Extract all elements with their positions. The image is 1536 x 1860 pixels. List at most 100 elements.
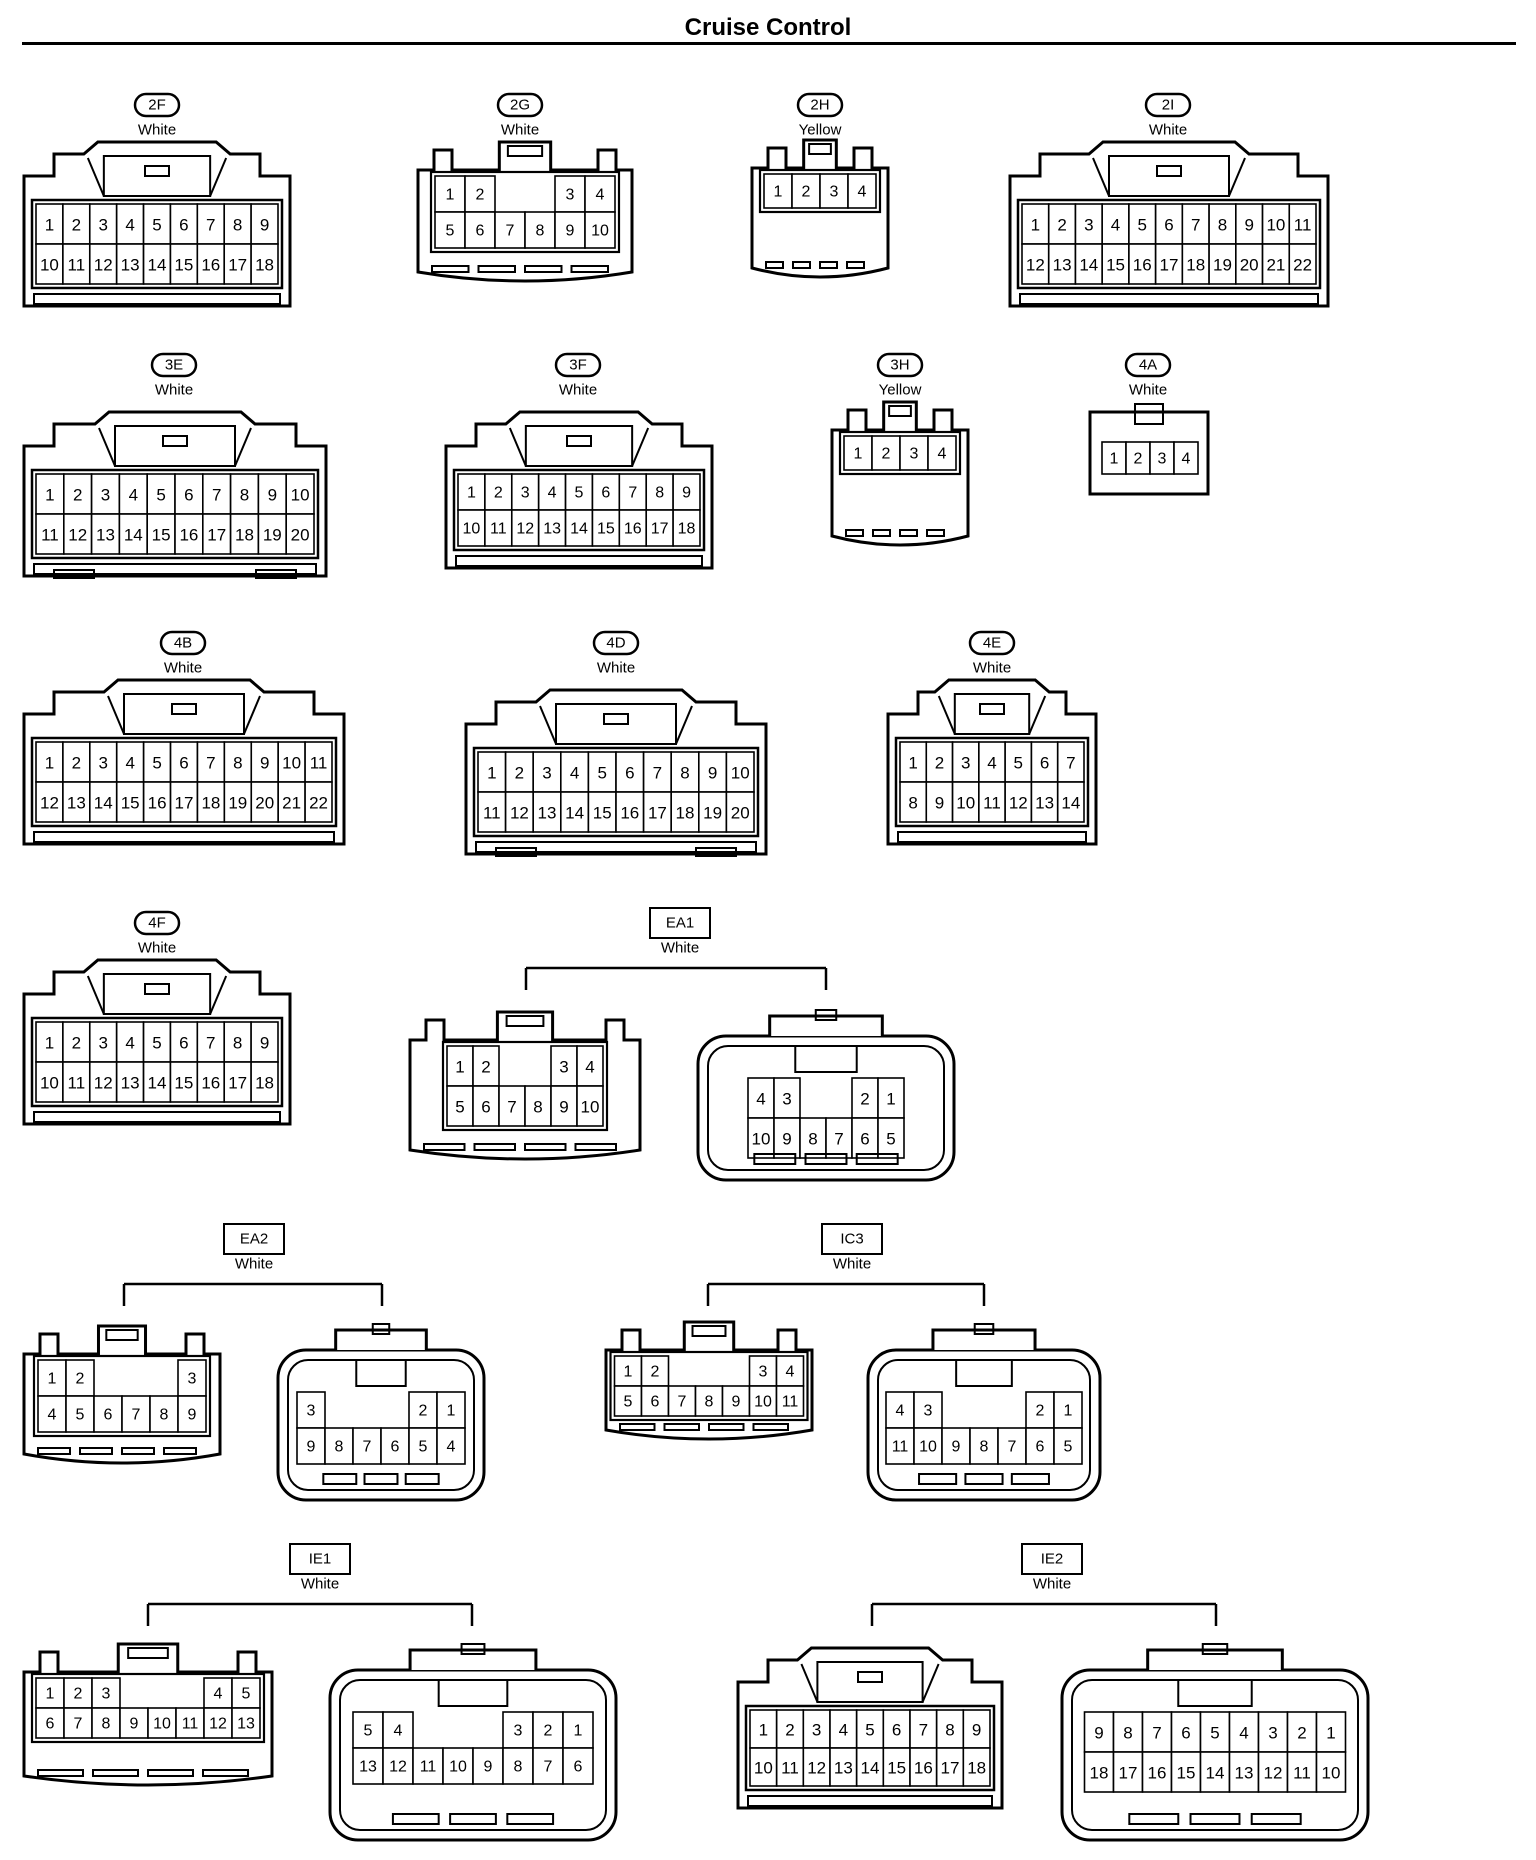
pin-number: 7 [919, 1721, 928, 1740]
pin-number: 6 [179, 754, 188, 773]
connector-id-badge [554, 352, 602, 378]
pin-cell [532, 1747, 564, 1785]
connector-color: White [1129, 382, 1167, 399]
pin-number: 4 [987, 754, 996, 773]
pin-cell [174, 473, 204, 515]
pin-number: 11 [420, 1759, 437, 1776]
pin-number: 5 [1064, 1439, 1073, 1456]
pin-cell [524, 1085, 552, 1127]
pin-cell [472, 1045, 500, 1087]
pin-number: 19 [263, 526, 282, 545]
pin-cell [748, 1385, 778, 1417]
pin-number: 9 [1094, 1724, 1103, 1743]
pin-number: 9 [188, 1407, 197, 1424]
pin-number: 4 [1111, 216, 1120, 235]
pin-number: 8 [808, 1130, 817, 1149]
connector-color: White [501, 122, 539, 139]
pin-number: 7 [653, 764, 662, 783]
pin-number: 3 [102, 1686, 111, 1703]
pin-number: 5 [156, 486, 165, 505]
pin-number: 7 [363, 1439, 372, 1456]
pin-cell [775, 1747, 805, 1787]
pin-number: 2 [73, 486, 82, 505]
connector-id-badge [159, 630, 207, 656]
connector-id: 4D [606, 635, 625, 652]
pin-number: 2 [651, 1364, 660, 1381]
pin-number: 9 [559, 1098, 568, 1117]
pin-cell [1208, 203, 1237, 245]
connector-color: White [138, 122, 176, 139]
pin-number: 13 [538, 804, 557, 823]
pin-cell [927, 435, 957, 471]
pin-number: 6 [476, 223, 485, 240]
pin-cell [1288, 203, 1317, 245]
pin-cell [115, 243, 145, 285]
pin-number: 12 [68, 526, 87, 545]
pin-cell [532, 751, 562, 793]
pin-number: 2 [494, 485, 503, 502]
pin-cell [231, 1707, 261, 1739]
pin-number: 5 [575, 485, 584, 502]
pin-cell [640, 1355, 670, 1387]
connector-id: 4A [1139, 357, 1157, 374]
pin-number: 6 [179, 216, 188, 235]
pin-cell [223, 781, 253, 823]
pin-cell [65, 1395, 95, 1433]
pin-number: 11 [781, 1759, 799, 1778]
pin-number: 9 [935, 794, 944, 813]
pin-number: 15 [1177, 1764, 1196, 1783]
pin-number: 16 [201, 256, 220, 275]
pin-number: 4 [938, 446, 947, 463]
pin-number: 15 [152, 526, 171, 545]
pin-number: 18 [255, 256, 274, 275]
pin-number: 17 [207, 526, 226, 545]
pin-number: 13 [1053, 256, 1072, 275]
pin-cell [1053, 1427, 1083, 1465]
pin-number: 7 [1191, 216, 1200, 235]
pin-cell [277, 781, 306, 823]
pin-cell [88, 1061, 118, 1103]
pin-number: 16 [201, 1074, 220, 1093]
pin-number: 8 [233, 1034, 242, 1053]
pin-cell [847, 173, 877, 209]
pin-cell [436, 1427, 466, 1465]
pin-cell [1261, 243, 1291, 285]
connector-id: 2G [510, 97, 530, 114]
connector-color: White [164, 660, 202, 677]
pin-cell [146, 513, 176, 555]
pin-cell [91, 1707, 121, 1739]
pin-cell [587, 791, 617, 833]
pin-number: 1 [45, 1034, 54, 1053]
pin-cell [1047, 243, 1077, 285]
pin-number: 4 [858, 184, 867, 201]
pin-cell [229, 473, 260, 515]
pin-number: 2 [860, 1090, 869, 1109]
pin-number: 3 [542, 764, 551, 783]
pin-number: 8 [680, 764, 689, 783]
pin-number: 17 [651, 521, 669, 538]
pin-cell [296, 1391, 326, 1429]
pin-cell [645, 473, 674, 511]
pin-cell [442, 1747, 474, 1785]
pin-cell [925, 781, 954, 823]
pin-cell [825, 1117, 853, 1159]
pin-number: 16 [179, 526, 198, 545]
connector-id-box [289, 1543, 351, 1575]
pin-number: 8 [980, 1439, 989, 1456]
pin-cell [62, 473, 93, 515]
pin-cell [1074, 243, 1103, 285]
pin-number: 17 [1119, 1764, 1138, 1783]
pin-cell [877, 1117, 905, 1159]
pin-number: 12 [209, 1716, 227, 1733]
connector-id: 4E [983, 635, 1001, 652]
pin-number: 6 [46, 1716, 55, 1733]
pin-number: 11 [483, 804, 501, 823]
pin-number: 12 [807, 1759, 826, 1778]
pin-number: 1 [574, 1723, 583, 1740]
connector-color: White [235, 1256, 273, 1273]
pin-cell [725, 751, 755, 793]
pin-number: 7 [212, 486, 221, 505]
pin-number: 8 [655, 485, 664, 502]
pin-cell [562, 1711, 594, 1749]
pin-number: 1 [45, 216, 54, 235]
